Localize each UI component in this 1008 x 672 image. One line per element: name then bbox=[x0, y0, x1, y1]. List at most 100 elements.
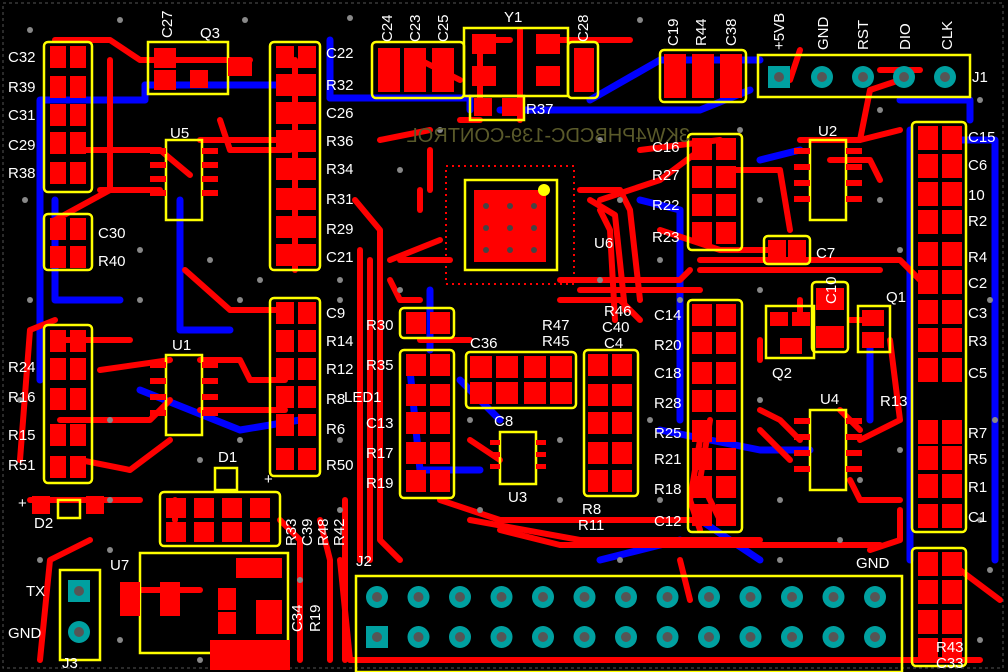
label-C1: C1 bbox=[968, 509, 987, 526]
via bbox=[27, 297, 33, 303]
label-R12: R12 bbox=[326, 361, 354, 378]
label-R7: R7 bbox=[968, 425, 987, 442]
label-R24: R24 bbox=[8, 359, 36, 376]
label-R19-rot: R19 bbox=[307, 604, 324, 632]
label-J2: J2 bbox=[356, 553, 372, 570]
label-R11: R11 bbox=[578, 517, 604, 534]
j2-pin-top-6-hole bbox=[579, 592, 590, 602]
label-C24: C24 bbox=[379, 14, 396, 42]
label-C14: C14 bbox=[654, 307, 682, 324]
via bbox=[857, 477, 863, 483]
label-R1: R1 bbox=[968, 479, 987, 496]
via bbox=[397, 287, 403, 293]
via bbox=[107, 547, 113, 553]
label-GND-J3: GND bbox=[8, 625, 42, 642]
j2-pin-bottom-6-hole bbox=[579, 632, 590, 642]
via bbox=[237, 297, 243, 303]
label-R43: R43 bbox=[936, 639, 964, 656]
j2-pin-bottom-7-hole bbox=[621, 632, 631, 642]
label-C7: C7 bbox=[816, 245, 835, 262]
via bbox=[22, 197, 28, 203]
via bbox=[437, 127, 443, 133]
via bbox=[107, 497, 113, 503]
via bbox=[197, 457, 203, 463]
silkscreen-layer bbox=[42, 26, 972, 672]
label-C33: C33 bbox=[936, 655, 964, 672]
via bbox=[337, 277, 343, 283]
label-R36: R36 bbox=[326, 133, 354, 150]
label-R16: R16 bbox=[8, 389, 36, 406]
label-LED1: LED1 bbox=[344, 389, 382, 406]
label-R3: R3 bbox=[968, 333, 987, 350]
label-C29: C29 bbox=[8, 137, 36, 154]
via bbox=[197, 657, 203, 663]
via bbox=[597, 137, 603, 143]
label-C36: C36 bbox=[470, 335, 498, 352]
label-R6: R6 bbox=[326, 421, 345, 438]
label-plus-D2: + bbox=[18, 495, 27, 512]
label-C32: C32 bbox=[8, 49, 36, 66]
via bbox=[737, 127, 743, 133]
label-R20: R20 bbox=[654, 337, 682, 354]
via bbox=[617, 557, 623, 563]
label-DIO: DIO bbox=[897, 23, 914, 50]
label-R51: R51 bbox=[8, 457, 36, 474]
label-U5: U5 bbox=[170, 125, 189, 142]
label-C18: C18 bbox=[654, 365, 682, 382]
label-C5: C5 bbox=[968, 365, 987, 382]
via bbox=[237, 437, 243, 443]
label-C34: C34 bbox=[289, 604, 306, 632]
label-R17: R17 bbox=[366, 445, 394, 462]
label-R42: R42 bbox=[331, 518, 348, 546]
label-C13: C13 bbox=[366, 415, 394, 432]
label-R44: R44 bbox=[693, 18, 710, 46]
label-J1: J1 bbox=[972, 69, 988, 86]
via bbox=[657, 497, 663, 503]
label-R34: R34 bbox=[326, 161, 354, 178]
j2-pin-top-12-hole bbox=[828, 592, 839, 602]
via bbox=[117, 17, 123, 23]
via bbox=[977, 517, 983, 523]
label-C40: C40 bbox=[602, 319, 630, 336]
label-U6: U6 bbox=[594, 235, 613, 252]
mirrored-board-text: 3KW4PHBCDC-139-CONTROL bbox=[407, 125, 690, 147]
label-Q3: Q3 bbox=[200, 25, 220, 42]
label-C25: C25 bbox=[435, 14, 452, 42]
via bbox=[617, 197, 623, 203]
j2-pin-bottom-2-hole bbox=[413, 632, 424, 642]
vias bbox=[17, 15, 998, 663]
via bbox=[117, 637, 123, 643]
label-C9: C9 bbox=[326, 305, 345, 322]
via bbox=[557, 497, 563, 503]
via bbox=[677, 297, 683, 303]
j2-pin-bottom-1-hole bbox=[372, 632, 382, 642]
via bbox=[337, 437, 343, 443]
via bbox=[977, 637, 983, 643]
j2-pin-top-10-hole bbox=[745, 592, 756, 602]
label-C27: C27 bbox=[159, 10, 176, 38]
label-R40: R40 bbox=[98, 253, 126, 270]
label-Y1: Y1 bbox=[504, 9, 522, 26]
j2-pin-top-4-hole bbox=[496, 592, 507, 602]
label-R8-lower: R8 bbox=[582, 501, 601, 518]
via bbox=[297, 577, 303, 583]
via bbox=[757, 397, 763, 403]
label-C26: C26 bbox=[326, 105, 354, 122]
j2-pin-bottom-10-hole bbox=[745, 632, 756, 642]
label-R18: R18 bbox=[654, 481, 682, 498]
via bbox=[897, 447, 903, 453]
label-R29: R29 bbox=[326, 221, 354, 238]
via bbox=[27, 27, 33, 33]
label-C39: C39 bbox=[299, 518, 316, 546]
via bbox=[137, 247, 143, 253]
label-C2: C2 bbox=[968, 275, 987, 292]
j2-pin-top-11-hole bbox=[787, 592, 797, 602]
j2-pin-top-7-hole bbox=[621, 592, 631, 602]
via bbox=[977, 97, 983, 103]
via bbox=[992, 417, 998, 423]
ic-pins bbox=[150, 148, 862, 472]
via bbox=[647, 417, 653, 423]
label-C4: C4 bbox=[604, 335, 623, 352]
qfn-u6 bbox=[445, 165, 575, 285]
